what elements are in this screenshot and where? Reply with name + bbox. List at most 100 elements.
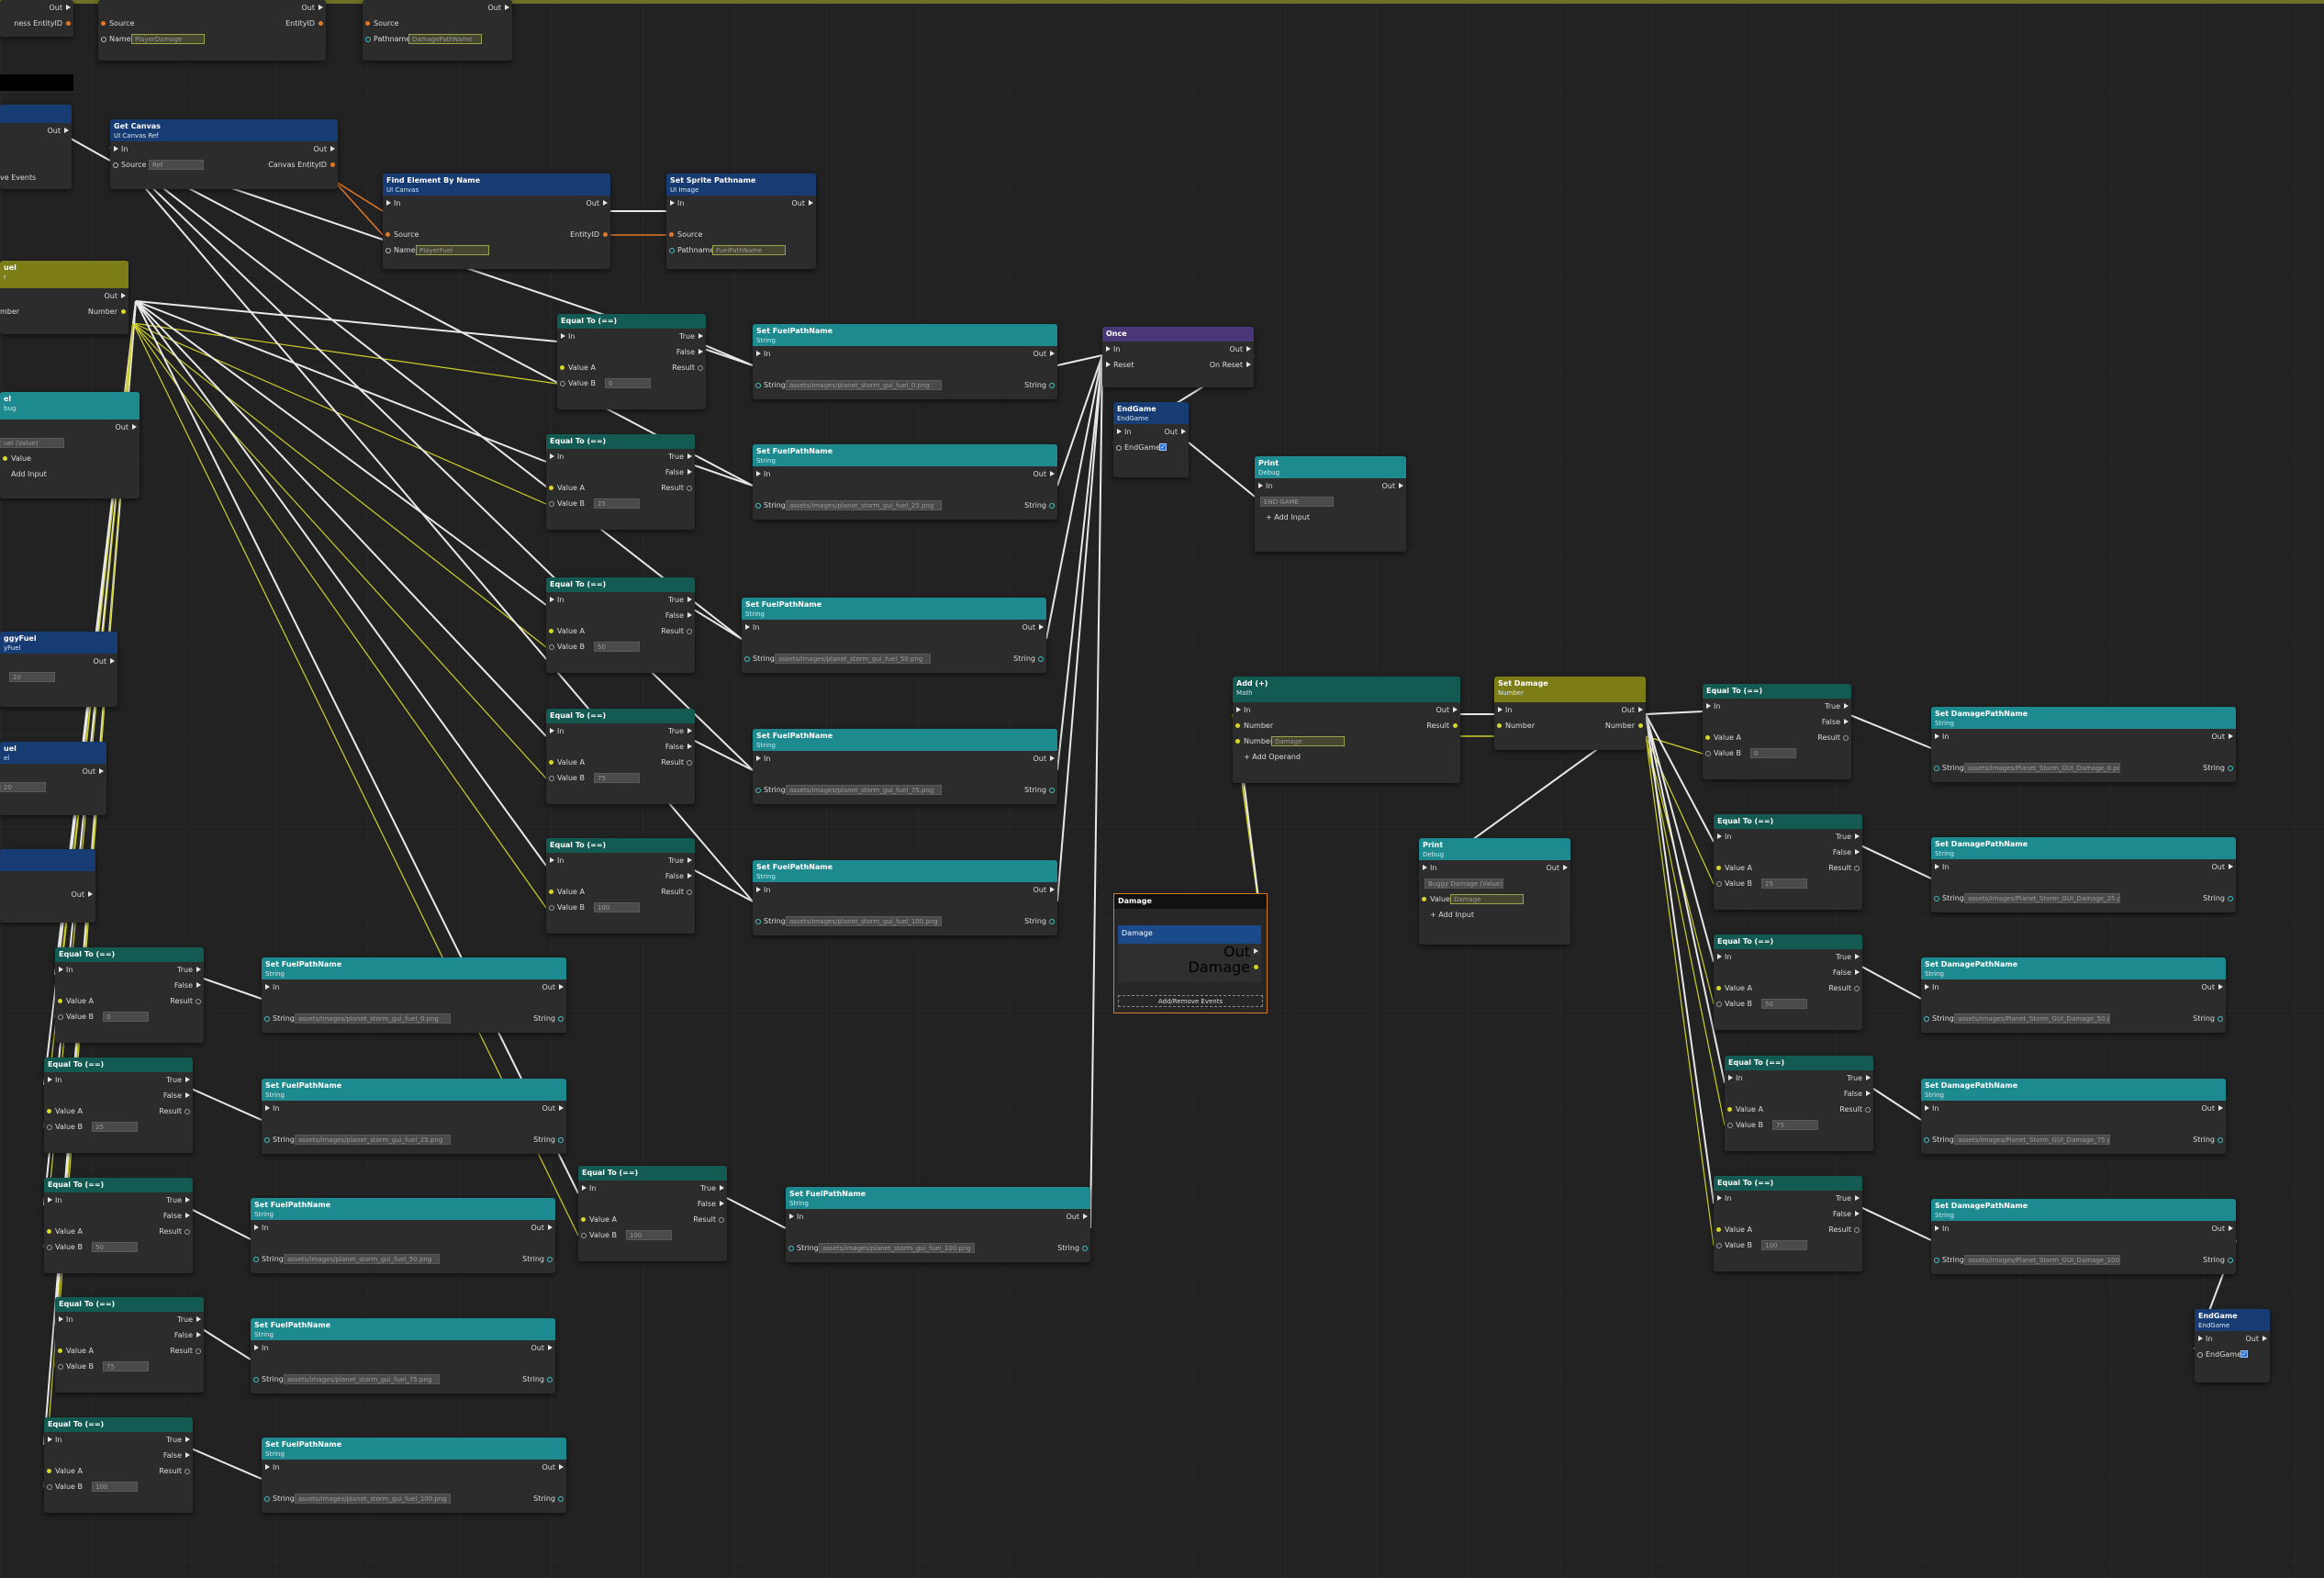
output-pin[interactable] [547,1257,553,1262]
exec-out-pin[interactable] [132,424,137,430]
exec-out-pin[interactable] [330,146,335,151]
node-header[interactable]: Equal To (==) [578,1166,727,1181]
input-pin[interactable] [1116,445,1122,451]
output-pin[interactable] [330,162,335,167]
exec-in-pin[interactable] [48,1197,52,1203]
exec-out-pin[interactable] [196,1332,201,1337]
selected-group-bar[interactable] [0,74,73,91]
input-pin[interactable] [101,37,106,42]
value-b-field[interactable]: 25 [1761,879,1807,889]
exec-out-pin[interactable] [687,873,692,879]
exec-out-pin[interactable] [1563,865,1568,870]
exec-in-pin[interactable] [254,1345,259,1350]
exec-out-pin[interactable] [2218,1105,2223,1111]
exec-in-pin[interactable] [265,1105,270,1111]
exec-out-pin[interactable] [559,984,564,990]
input-pin[interactable] [549,905,554,911]
exec-in-pin[interactable] [1935,864,1939,869]
exec-in-pin[interactable] [1236,707,1241,712]
input-pin[interactable] [1716,1227,1721,1232]
exec-in-pin[interactable] [1717,954,1722,959]
exec-in-pin[interactable] [756,887,761,892]
input-pin[interactable] [1235,723,1240,728]
exec-out-pin[interactable] [185,1452,190,1458]
exec-out-pin[interactable] [1254,948,1258,954]
exec-out-pin[interactable] [185,1437,190,1442]
add-remove-events-button[interactable]: Add/Remove Events [1118,995,1263,1007]
input-pin[interactable] [58,1014,63,1020]
exec-in-pin[interactable] [756,755,761,761]
exec-in-pin[interactable] [582,1185,587,1191]
input-pin[interactable] [755,503,761,509]
exec-in-pin[interactable] [1106,362,1111,367]
input-pin[interactable] [385,248,391,253]
exec-out-pin[interactable] [548,1345,553,1350]
exec-in-pin[interactable] [550,453,554,459]
value-b-field[interactable]: 50 [92,1242,138,1252]
value-b-field[interactable]: 25 [594,498,640,509]
output-pin[interactable] [1854,1227,1860,1233]
node-header[interactable]: Equal To (==) [55,947,204,962]
value-field[interactable]: uel (Value) [0,438,64,448]
exec-out-pin[interactable] [809,200,813,206]
exec-out-pin[interactable] [1844,703,1849,709]
output-pin[interactable] [698,365,703,371]
exec-out-pin[interactable] [185,1197,190,1203]
path-field[interactable]: assets/images/planet_storm_gui_fuel_75.p… [786,785,942,795]
input-pin[interactable] [581,1217,586,1222]
exec-out-pin[interactable] [2218,984,2223,990]
endgame-checkbox[interactable]: ✓ [2240,1350,2248,1358]
exec-in-pin[interactable] [550,597,554,602]
path-field[interactable]: assets/images/planet_storm_gui_fuel_0.pn… [786,380,942,390]
input-pin[interactable] [669,232,674,237]
output-pin[interactable] [547,1377,553,1382]
exec-out-pin[interactable] [2263,1336,2267,1341]
input-pin[interactable] [1716,1243,1722,1248]
output-pin[interactable] [184,1109,190,1114]
value-field[interactable]: DamagePathName [408,34,482,44]
output-pin[interactable] [66,21,71,26]
input-pin[interactable] [2197,1352,2203,1358]
input-pin[interactable] [1497,723,1502,728]
exec-in-pin[interactable] [1498,707,1503,712]
input-pin[interactable] [47,1245,52,1250]
value-b-field[interactable]: 75 [1772,1120,1818,1130]
exec-out-pin[interactable] [720,1185,724,1191]
input-pin[interactable] [755,383,761,388]
exec-out-pin[interactable] [121,293,126,298]
output-pin[interactable] [184,1469,190,1474]
exec-out-pin[interactable] [185,1092,190,1098]
exec-out-pin[interactable] [548,1225,553,1230]
input-pin[interactable] [560,381,565,386]
input-pin[interactable] [1716,881,1722,887]
path-field[interactable]: assets/images/Planet_Storm_GUI_Damage_0.… [1964,763,2120,773]
input-pin[interactable] [47,1109,51,1114]
exec-out-pin[interactable] [88,891,93,897]
path-field[interactable]: assets/images/planet_storm_gui_fuel_100.… [295,1494,451,1504]
path-field[interactable]: assets/images/planet_storm_gui_fuel_50.p… [284,1254,440,1264]
input-pin[interactable] [264,1016,270,1022]
